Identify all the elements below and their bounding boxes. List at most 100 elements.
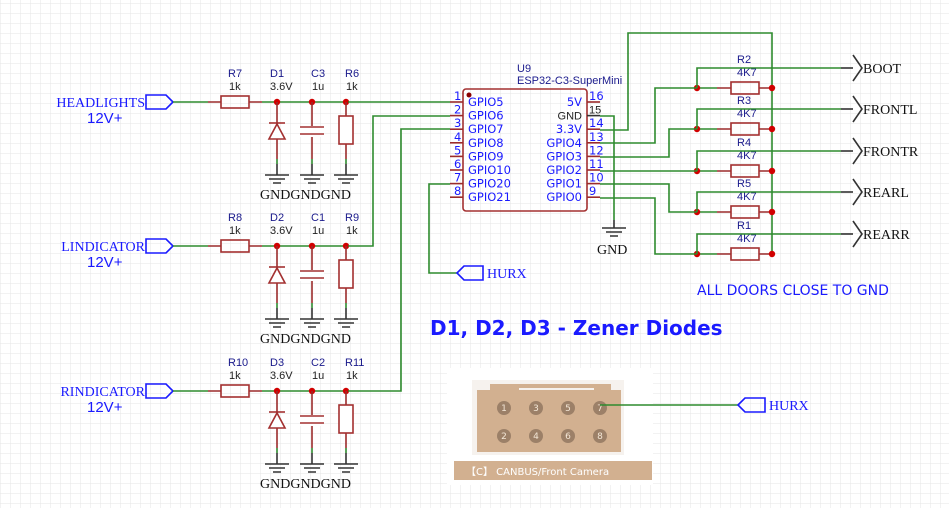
mcu-pin-name: GPIO20 bbox=[468, 177, 511, 191]
capacitor bbox=[300, 126, 324, 135]
mcu-pin-name: GPIO5 bbox=[468, 95, 504, 109]
mcu-pin-name: GPIO6 bbox=[468, 109, 504, 123]
input-net-label: HEADLIGHTS bbox=[56, 96, 145, 111]
doors-note: ALL DOORS CLOSE TO GND bbox=[697, 283, 889, 299]
gnd-symbol-mcu bbox=[602, 220, 626, 237]
gnd-symbol bbox=[334, 453, 358, 473]
input-net-label: LINDICATOR bbox=[61, 240, 145, 255]
connector-pin-2[interactable] bbox=[497, 429, 511, 443]
door-port bbox=[852, 54, 863, 82]
part-value: 1k bbox=[346, 225, 358, 237]
part-ref: D3 bbox=[270, 357, 284, 369]
connector-pin-number: 1 bbox=[501, 404, 507, 414]
input-channel-rindicator[interactable]: RINDICATOR12V+R101kD33.6VC21uR111kGNDGND… bbox=[60, 357, 364, 492]
connector-pin-8[interactable] bbox=[593, 429, 607, 443]
part-ref: C1 bbox=[311, 212, 325, 224]
mcu-pin-name: GPIO10 bbox=[468, 163, 511, 177]
part-value: 3.6V bbox=[270, 81, 293, 93]
connector-pin-number: 2 bbox=[501, 432, 507, 442]
door-net-label: REARL bbox=[863, 186, 909, 201]
gnd-symbol bbox=[300, 453, 324, 473]
pull-resistor bbox=[338, 259, 354, 289]
hurx-port-1 bbox=[455, 265, 484, 281]
connector-pin-number: 4 bbox=[533, 432, 539, 442]
input-channel-lindicator[interactable]: LINDICATOR12V+R81kD23.6VC11uR91kGNDGNDGN… bbox=[61, 212, 359, 347]
mcu-pin-number: 14 bbox=[589, 116, 604, 130]
mcu-pin-number: 15 bbox=[589, 105, 601, 117]
hurx-label-1: HURX bbox=[487, 267, 527, 282]
part-ref: R6 bbox=[345, 68, 359, 80]
pull-resistor bbox=[338, 404, 354, 434]
door-res-ref: R1 bbox=[737, 220, 751, 232]
mcu-pin-number: 13 bbox=[589, 130, 604, 144]
hurx-label-2: HURX bbox=[769, 399, 809, 414]
connector-pin-5[interactable] bbox=[561, 401, 575, 415]
input-port bbox=[145, 383, 175, 399]
pin1-marker bbox=[466, 92, 472, 98]
gnd-symbol bbox=[265, 453, 289, 473]
part-value: 3.6V bbox=[270, 225, 293, 237]
connector-latch bbox=[519, 384, 594, 388]
zener-diode bbox=[267, 266, 287, 284]
input-port bbox=[145, 238, 175, 254]
mcu-pin-number: 1 bbox=[454, 89, 461, 103]
connector-pin-number: 6 bbox=[565, 432, 571, 442]
connector-pin-3[interactable] bbox=[529, 401, 543, 415]
zener-title-note: D1, D2, D3 - Zener Diodes bbox=[430, 316, 723, 340]
door-net-label: FRONTR bbox=[863, 145, 919, 160]
door-port bbox=[852, 178, 863, 206]
connector-caption: 【C】 CANBUS/Front Camera bbox=[466, 466, 609, 478]
connector-pin-4[interactable] bbox=[529, 429, 543, 443]
part-ref: C3 bbox=[311, 68, 325, 80]
input-port bbox=[145, 94, 175, 110]
input-channel-headlights[interactable]: HEADLIGHTS12V+R71kD13.6VC31uR61kGNDGNDGN… bbox=[56, 68, 359, 203]
part-value: 3.6V bbox=[270, 370, 293, 382]
series-resistor bbox=[220, 239, 250, 253]
part-value: 1u bbox=[312, 225, 324, 237]
series-resistor bbox=[220, 384, 250, 398]
mcu-pin-number: 2 bbox=[454, 103, 461, 117]
door-port bbox=[852, 137, 863, 165]
part-ref: R9 bbox=[345, 212, 359, 224]
gnd-symbol bbox=[334, 308, 358, 328]
door-res-value: 4K7 bbox=[737, 67, 757, 79]
wire-gpio4 bbox=[600, 87, 697, 144]
door-net-wire bbox=[696, 233, 841, 254]
mcu-pin-number: 8 bbox=[454, 184, 461, 198]
door-net-wire bbox=[696, 191, 841, 212]
mcu-pin-number: 3 bbox=[454, 116, 461, 130]
mcu-pin-number: 12 bbox=[589, 143, 604, 157]
mcu-pin-name: GND bbox=[558, 111, 583, 123]
gnd-symbol bbox=[300, 308, 324, 328]
wire-pin2 bbox=[348, 115, 450, 247]
cap-gap bbox=[300, 126, 324, 137]
door-res-ref: R5 bbox=[737, 178, 751, 190]
door-net-wire bbox=[696, 108, 841, 129]
door-res-value: 4K7 bbox=[737, 191, 757, 203]
gnd-symbol bbox=[265, 164, 289, 184]
wire-gpio0 bbox=[600, 197, 697, 255]
connector-pin-1[interactable] bbox=[497, 401, 511, 415]
wire-pin7-hurx bbox=[428, 183, 457, 274]
mcu-pin-name: GPIO0 bbox=[546, 190, 582, 204]
connector-pin-number: 7 bbox=[597, 404, 603, 414]
hurx-port-2 bbox=[736, 397, 766, 413]
mcu-pin-name: 3.3V bbox=[556, 122, 582, 136]
gnd-labels: GNDGNDGND bbox=[260, 188, 351, 203]
mcu-pin-name: GPIO1 bbox=[546, 177, 582, 191]
mcu-pin-name: GPIO7 bbox=[468, 122, 504, 136]
mcu-pin-name: GPIO8 bbox=[468, 136, 504, 150]
door-port bbox=[852, 220, 863, 248]
connector-pin-6[interactable] bbox=[561, 429, 575, 443]
door-resistor bbox=[730, 205, 760, 219]
connector-caption-bar bbox=[454, 461, 652, 480]
junction bbox=[768, 125, 776, 133]
